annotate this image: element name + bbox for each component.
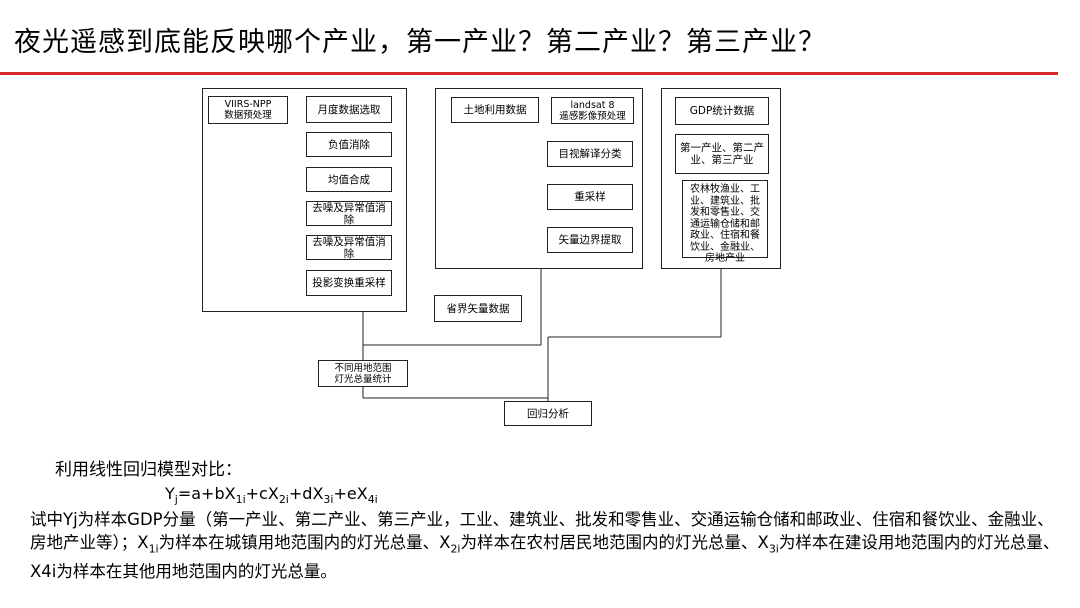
monthly-selection-box: 月度数据选取 xyxy=(306,96,392,123)
model-intro: 利用线性回归模型对比： xyxy=(55,460,242,480)
landsat-preprocess-box: landsat 8 遥感影像预处理 xyxy=(551,97,634,124)
province-vector-box: 省界矢量数据 xyxy=(434,295,522,322)
regression-formula: Yj=a+bX1i+cX2i+dX3i+eX4i xyxy=(165,484,378,507)
landuse-light-statistics-box: 不同用地范围 灯光总量统计 xyxy=(318,360,408,387)
landuse-data-box: 土地利用数据 xyxy=(451,97,539,123)
regression-analysis-box: 回归分析 xyxy=(504,401,592,426)
visual-classification-box: 目视解译分类 xyxy=(547,141,633,167)
negative-removal-box: 负值消除 xyxy=(306,132,392,157)
viirs-preprocess-box: VIIRS-NPP 数据预处理 xyxy=(208,96,288,124)
variable-explanation: 试中Yj为样本GDP分量（第一产业、第二产业、第三产业，工业、建筑业、批发和零售… xyxy=(30,510,1060,582)
mean-synthesis-box: 均值合成 xyxy=(306,167,392,192)
title-underline xyxy=(0,72,1058,75)
sector-list-box: 农林牧渔业、工业、建筑业、批发和零售业、交通运输仓储和邮政业、住宿和餐饮业、金融… xyxy=(682,180,768,264)
vector-boundary-box: 矢量边界提取 xyxy=(547,227,633,253)
projection-resample-box: 投影变换重采样 xyxy=(306,270,392,296)
denoise-box-1: 去噪及异常值消除 xyxy=(306,201,392,226)
denoise-box-2: 去噪及异常值消除 xyxy=(306,235,392,260)
gdp-statistics-box: GDP统计数据 xyxy=(675,97,769,125)
page-title: 夜光遥感到底能反映哪个产业，第一产业？第二产业？第三产业？ xyxy=(14,27,826,58)
three-industries-box: 第一产业、第二产业、第三产业 xyxy=(675,134,769,174)
resample-box: 重采样 xyxy=(547,184,633,210)
